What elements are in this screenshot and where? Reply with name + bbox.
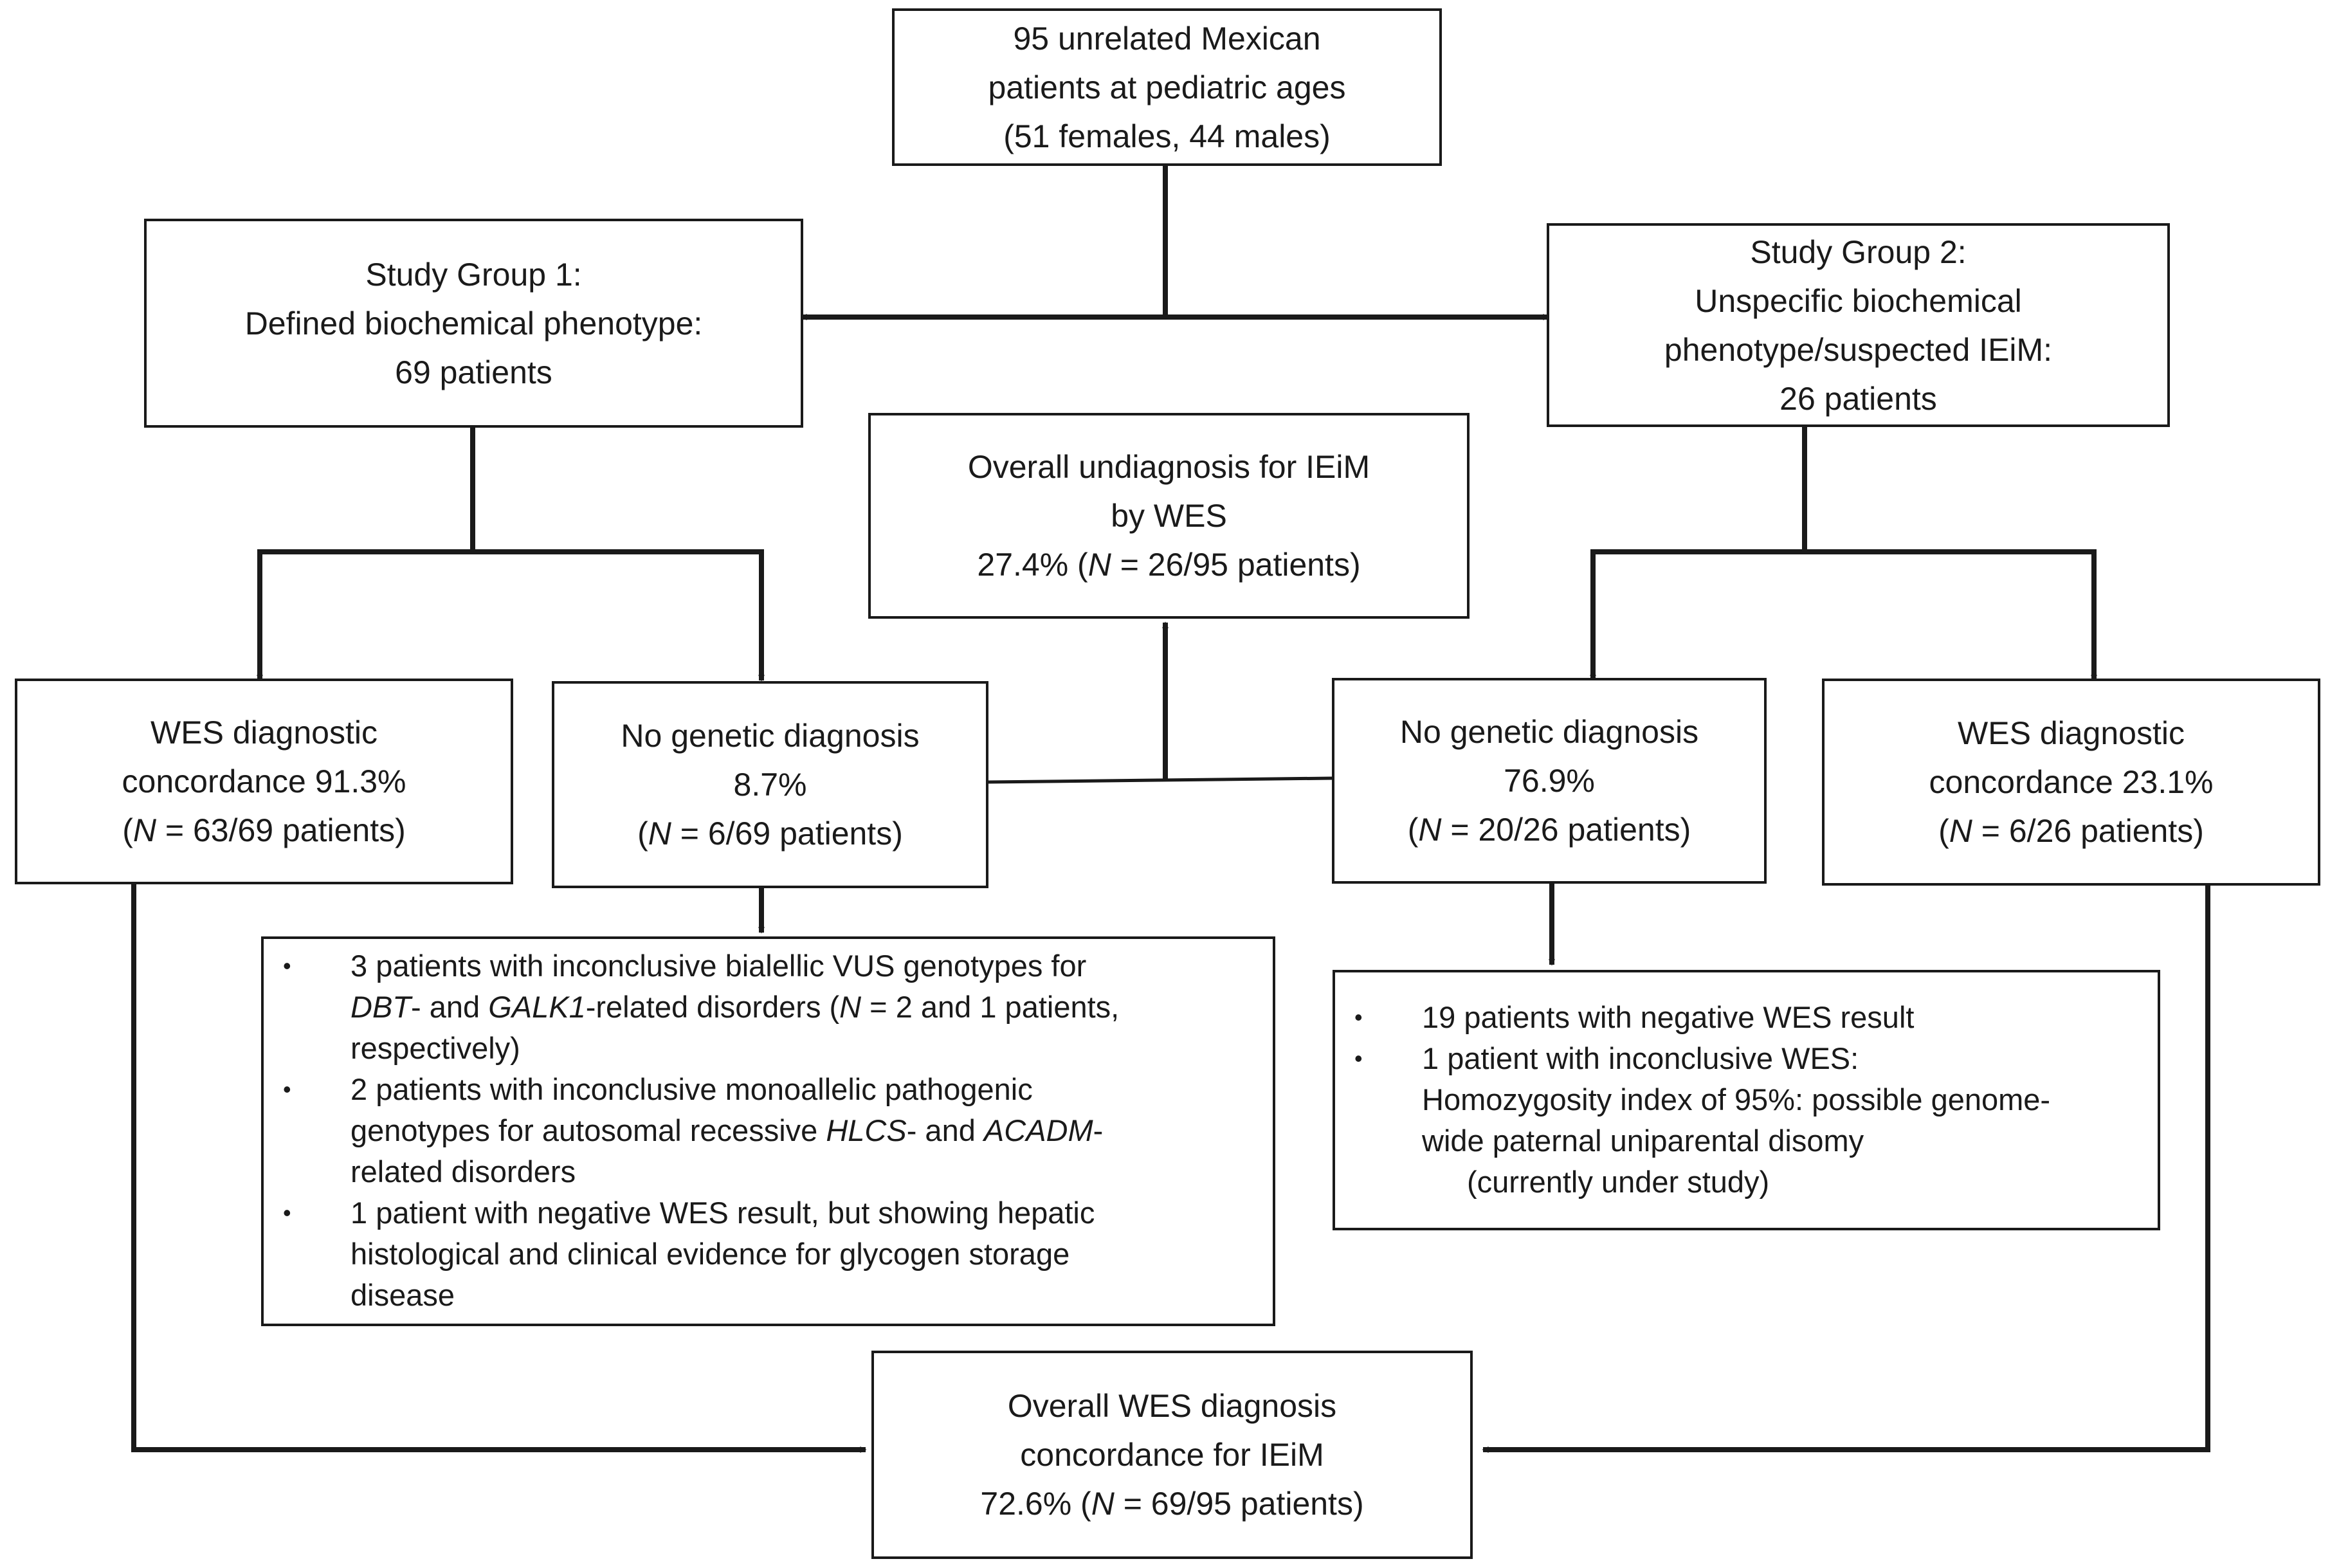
overall-line2: concordance for IEiM: [1020, 1437, 1324, 1473]
overall-line3: 72.6% (N = 69/95 patients): [980, 1486, 1364, 1522]
g2-nodiag-box: No genetic diagnosis 76.9% (N = 20/26 pa…: [1332, 678, 1767, 884]
g2-concordance-line2: concordance 23.1%: [1929, 764, 2214, 800]
study-group-2-line2: Unspecific biochemical: [1695, 282, 2022, 319]
g2-concordance-line3: (N = 6/26 patients): [1938, 813, 2204, 849]
study-group-1-box: Study Group 1: Defined biochemical pheno…: [144, 219, 803, 428]
study-group-2-line1: Study Group 2:: [1750, 233, 1967, 270]
total-patients-line1: 95 unrelated Mexican: [1013, 20, 1321, 57]
undiagnosis-line3: 27.4% (N = 26/95 patients): [977, 547, 1361, 583]
study-group-2-line4: 26 patients: [1779, 380, 1937, 417]
g2-details-item-1: 19 patients with negative WES result: [1335, 997, 2158, 1038]
arrow-g2-concordance-to-overall: [1482, 885, 2210, 1453]
g1-details-item-1: 3 patients with inconclusive bialellic V…: [264, 945, 1273, 1069]
study-group-1-line2: Defined biochemical phenotype:: [244, 305, 703, 342]
g1-concordance-line3: (N = 63/69 patients): [122, 812, 406, 848]
undiagnosis-line2: by WES: [1111, 498, 1227, 534]
g1-nodiag-line3: (N = 6/69 patients): [637, 816, 903, 852]
overall-line1: Overall WES diagnosis: [1007, 1388, 1337, 1424]
total-patients-line2: patients at pediatric ages: [988, 69, 1346, 105]
g2-nodiag-line3: (N = 20/26 patients): [1407, 812, 1691, 848]
g1-nodiag-line1: No genetic diagnosis: [621, 718, 920, 754]
total-patients-box: 95 unrelated Mexican patients at pediatr…: [892, 8, 1442, 166]
g1-nodiag-line2: 8.7%: [733, 767, 807, 803]
connector-undiagnosis-join: [987, 776, 1333, 784]
study-group-1-line1: Study Group 1:: [365, 256, 582, 293]
study-group-2-line3: phenotype/suspected IEiM:: [1664, 331, 2053, 368]
g2-concordance-box: WES diagnostic concordance 23.1% (N = 6/…: [1822, 679, 2320, 886]
g1-details-list: 3 patients with inconclusive bialellic V…: [264, 945, 1273, 1316]
g2-nodiag-line1: No genetic diagnosis: [1399, 714, 1699, 750]
g1-concordance-line1: WES diagnostic: [150, 715, 378, 751]
g1-concordance-box: WES diagnostic concordance 91.3% (N = 63…: [15, 679, 513, 884]
overall-undiagnosis-box: Overall undiagnosis for IEiM by WES 27.4…: [868, 413, 1470, 619]
g1-details-item-3: 1 patient with negative WES result, but …: [264, 1192, 1273, 1316]
g1-nodiag-box: No genetic diagnosis 8.7% (N = 6/69 pati…: [552, 681, 988, 888]
g1-details-box: 3 patients with inconclusive bialellic V…: [261, 936, 1275, 1326]
arrow-g1-concordance-to-overall: [131, 883, 867, 1453]
g2-nodiag-line2: 76.9%: [1504, 763, 1595, 799]
overall-concordance-box: Overall WES diagnosis concordance for IE…: [871, 1351, 1473, 1559]
study-group-2-box: Study Group 2: Unspecific biochemical ph…: [1547, 223, 2170, 427]
undiagnosis-line1: Overall undiagnosis for IEiM: [967, 449, 1370, 485]
g2-details-list: 19 patients with negative WES result 1 p…: [1335, 997, 2158, 1203]
g2-details-box: 19 patients with negative WES result 1 p…: [1333, 970, 2160, 1230]
total-patients-line3: (51 females, 44 males): [1003, 118, 1331, 154]
g1-details-item-2: 2 patients with inconclusive monoallelic…: [264, 1069, 1273, 1192]
g2-details-item-2: 1 patient with inconclusive WES: Homozyg…: [1335, 1038, 2158, 1203]
g2-concordance-line1: WES diagnostic: [1958, 715, 2185, 751]
study-group-1-line3: 69 patients: [395, 354, 552, 390]
g1-concordance-line2: concordance 91.3%: [122, 763, 406, 799]
